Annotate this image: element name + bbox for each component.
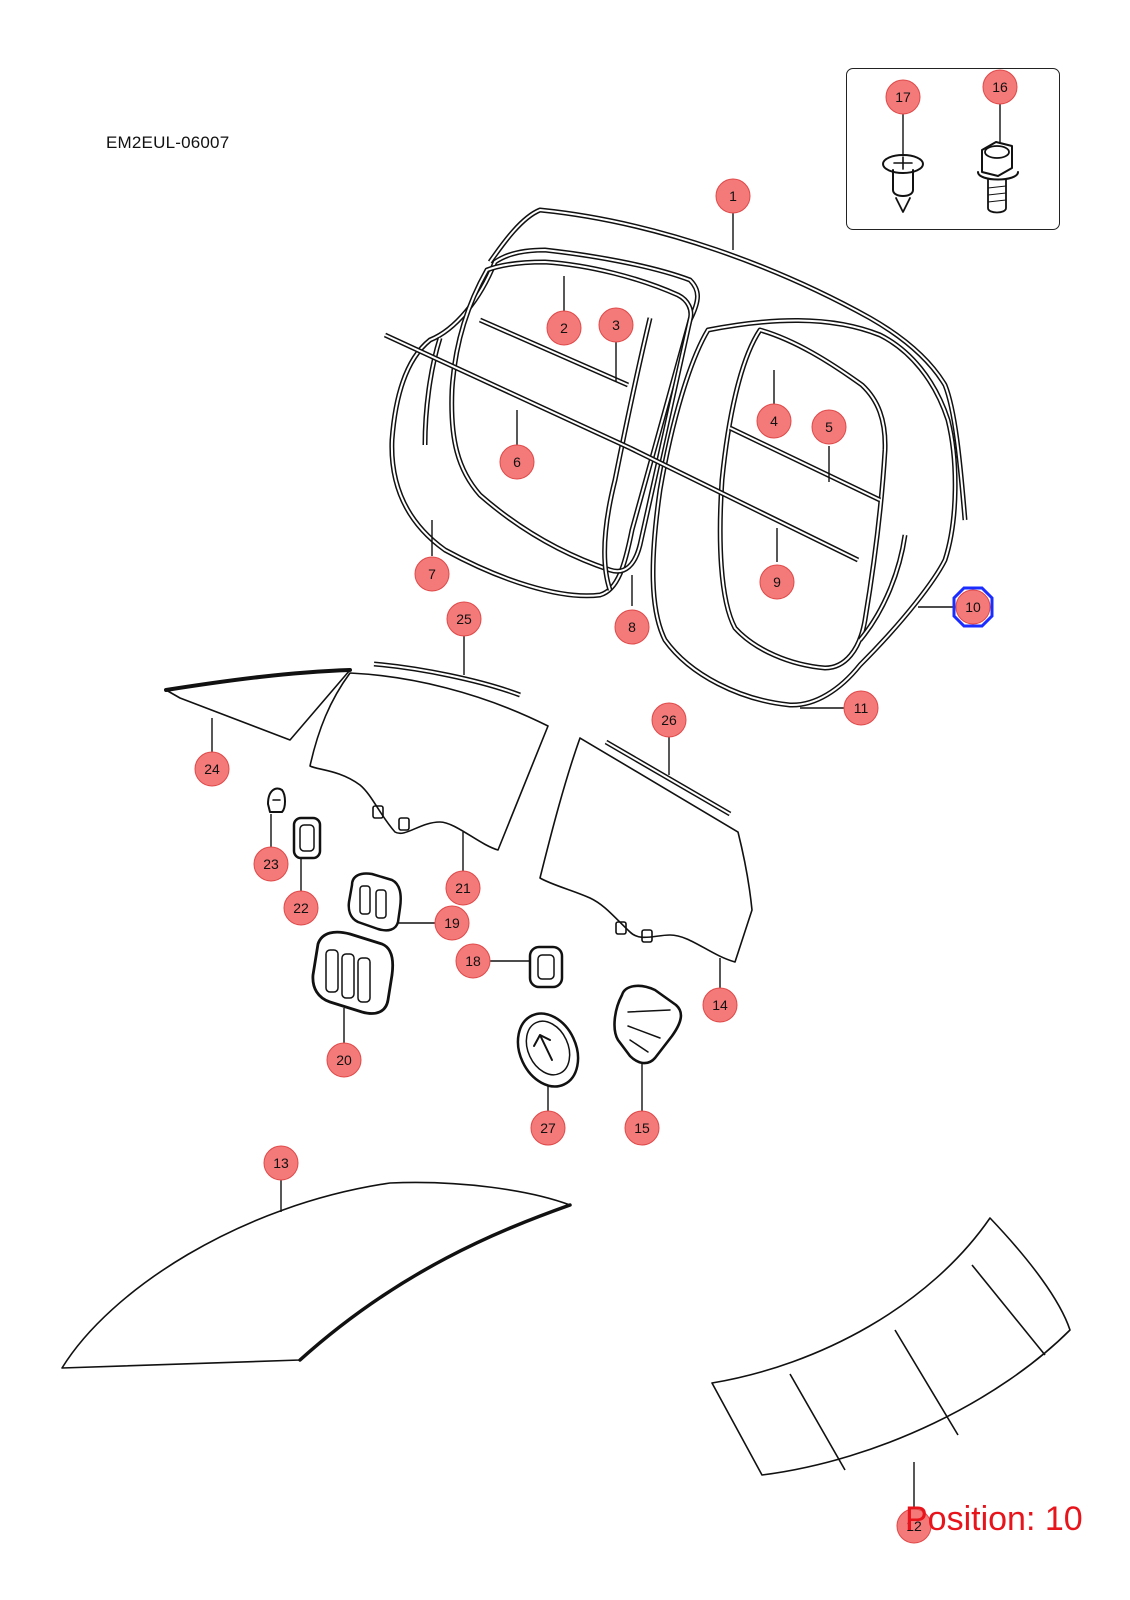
callout-12[interactable]: 12 <box>896 1508 932 1544</box>
callout-label: 6 <box>513 454 521 470</box>
callout-label: 25 <box>456 611 472 627</box>
part-17-screw <box>882 154 924 213</box>
callout-13[interactable]: 13 <box>263 1145 299 1181</box>
callout-23[interactable]: 23 <box>253 846 289 882</box>
part-19-trim-pad <box>347 872 402 932</box>
callout-19[interactable]: 19 <box>434 905 470 941</box>
callout-3[interactable]: 3 <box>598 307 634 343</box>
callout-5[interactable]: 5 <box>811 409 847 445</box>
position-readout: Position: 10 <box>905 1500 1083 1538</box>
part-18-plug <box>528 945 564 989</box>
callout-label: 14 <box>712 997 728 1013</box>
part-21-front-door-glass <box>309 672 549 851</box>
callout-24[interactable]: 24 <box>194 751 230 787</box>
callout-6[interactable]: 6 <box>499 444 535 480</box>
callout-10[interactable]: 10 <box>952 586 994 628</box>
part-25-front-glass-strip <box>373 661 521 698</box>
callout-label: 24 <box>204 761 220 777</box>
diagram-code: EM2EUL-06007 <box>106 133 230 152</box>
callout-9[interactable]: 9 <box>759 564 795 600</box>
callout-label: 13 <box>273 1155 289 1171</box>
callout-label: 2 <box>560 320 568 336</box>
callout-label: 8 <box>628 619 636 635</box>
callout-4[interactable]: 4 <box>756 403 792 439</box>
callout-label: 4 <box>770 413 778 429</box>
part-6-front-glass-run <box>449 259 694 574</box>
part-26-rear-glass-strip <box>604 739 732 817</box>
part-15-trim-pad <box>613 984 683 1065</box>
callout-label: 15 <box>634 1120 650 1136</box>
callout-16[interactable]: 16 <box>982 69 1018 105</box>
callout-27[interactable]: 27 <box>530 1110 566 1146</box>
callout-label: 17 <box>895 89 911 105</box>
callout-label: 9 <box>773 574 781 590</box>
belt-mouldings <box>383 332 860 563</box>
part-12-rear-windscreen <box>711 1217 1071 1476</box>
callout-26[interactable]: 26 <box>651 702 687 738</box>
callout-8[interactable]: 8 <box>614 609 650 645</box>
callout-label: 22 <box>293 900 309 916</box>
callout-2[interactable]: 2 <box>546 310 582 346</box>
part-24-quarter-glass <box>164 668 352 741</box>
part-20-large-trim-pad <box>311 930 395 1015</box>
part-7-front-door-seal <box>389 247 700 599</box>
callout-17[interactable]: 17 <box>885 79 921 115</box>
callout-18[interactable]: 18 <box>455 943 491 979</box>
callout-label: 11 <box>854 700 869 716</box>
part-22-clip <box>292 816 322 860</box>
callout-1[interactable]: 1 <box>715 178 751 214</box>
callout-22[interactable]: 22 <box>283 890 319 926</box>
callout-7[interactable]: 7 <box>414 556 450 592</box>
selected-highlight <box>952 586 994 628</box>
part-1-roof-seal <box>487 207 968 521</box>
callout-label: 12 <box>906 1518 922 1534</box>
callout-label: 27 <box>540 1120 556 1136</box>
part-13-windshield <box>61 1181 572 1369</box>
callout-21[interactable]: 21 <box>445 870 481 906</box>
callout-20[interactable]: 20 <box>326 1042 362 1078</box>
callout-label: 5 <box>825 419 833 435</box>
part-27-arrow-cap <box>516 1012 580 1088</box>
callout-11[interactable]: 11 <box>843 690 879 726</box>
part-8-b-pillar-seal <box>422 317 653 591</box>
callout-25[interactable]: 25 <box>446 601 482 637</box>
callout-label: 23 <box>263 856 279 872</box>
callout-label: 21 <box>455 880 471 896</box>
callout-label: 7 <box>428 566 436 582</box>
callout-15[interactable]: 15 <box>624 1110 660 1146</box>
part-11-rear-door-seal <box>650 318 958 708</box>
callout-label: 3 <box>612 317 620 333</box>
part-23-clip <box>267 787 286 813</box>
callout-14[interactable]: 14 <box>702 987 738 1023</box>
part-16-bolt <box>977 141 1019 214</box>
callout-label: 10 <box>965 599 981 615</box>
callout-label: 18 <box>465 953 481 969</box>
callout-label: 1 <box>729 188 737 204</box>
callout-label: 16 <box>992 79 1008 95</box>
fastener-inset-box <box>846 68 1060 230</box>
callout-label: 19 <box>444 915 460 931</box>
callout-label: 20 <box>336 1052 352 1068</box>
part-9-rear-glass-run <box>717 327 908 671</box>
part-14-rear-door-glass <box>539 737 753 963</box>
callout-label: 26 <box>661 712 677 728</box>
